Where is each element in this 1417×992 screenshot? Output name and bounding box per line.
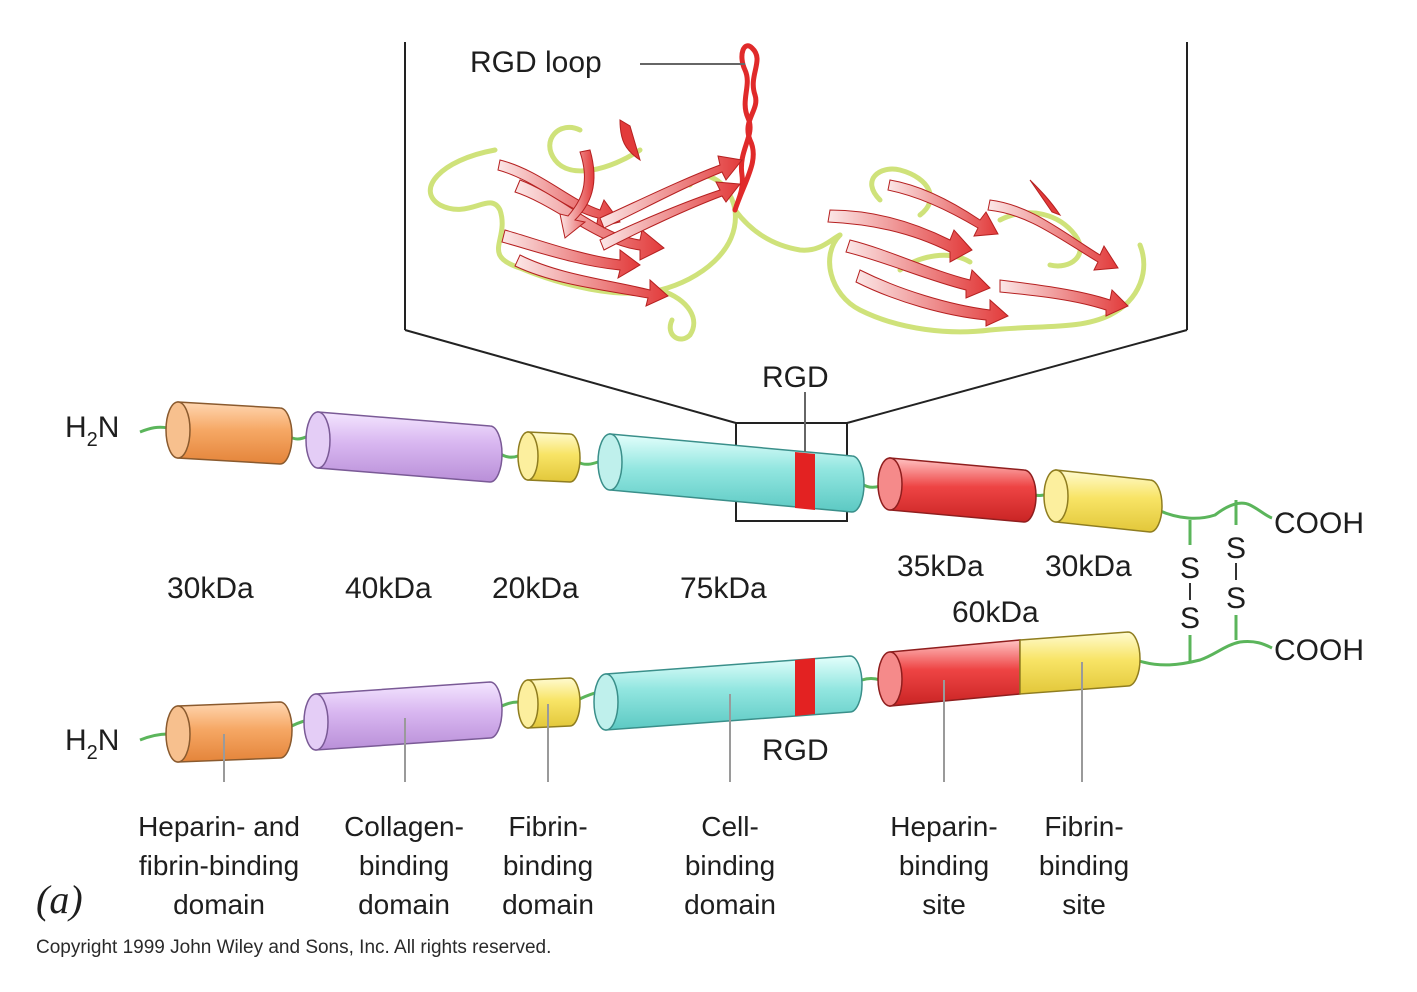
desc-cell-binding-domain: Cell- binding domain [684,811,776,920]
top-n-terminus: H2N [65,411,119,451]
bottom-c-terminus: COOH [1274,634,1364,667]
top-domain-collagen [305,411,503,483]
svg-text:domain: domain [684,889,776,920]
bottom-rgd-label: RGD [762,734,829,767]
svg-text:binding: binding [1039,850,1129,881]
svg-text:binding: binding [899,850,989,881]
mass-label-20kda: 20kDa [492,572,579,605]
disulfide-s1: S [1180,552,1200,585]
panel-label: (a) [36,877,83,922]
top-domain-fibrin-1 [517,431,581,483]
mass-label-30kda-c: 30kDa [1045,550,1132,583]
bottom-domain-cell [593,655,863,731]
desc-fibrin-binding-site: Fibrin- binding site [1039,811,1129,920]
top-c-terminus: COOH [1274,507,1364,540]
mass-label-75kda: 75kDa [680,572,767,605]
mass-label-30kda: 30kDa [167,572,254,605]
svg-text:Cell-: Cell- [701,811,759,842]
disulfide-s2: S [1180,602,1200,635]
svg-text:Heparin- and: Heparin- and [138,811,300,842]
bottom-domain-heparin-fibrin [165,701,293,763]
desc-fibrin-binding-domain: Fibrin- binding domain [502,811,594,920]
svg-text:Heparin-: Heparin- [890,811,997,842]
svg-text:site: site [922,889,966,920]
bottom-domain-collagen [303,681,503,751]
bottom-domain-fibrin-1 [517,677,581,729]
svg-text:site: site [1062,889,1106,920]
mass-label-35kda: 35kDa [897,550,984,583]
mass-label-60kda: 60kDa [952,596,1039,629]
bottom-n-terminus: H2N [65,724,119,764]
svg-text:domain: domain [502,889,594,920]
svg-text:Collagen-: Collagen- [344,811,464,842]
svg-text:binding: binding [359,850,449,881]
desc-heparin-fibrin-domain: Heparin- and fibrin-binding domain [138,811,300,920]
svg-text:Fibrin-: Fibrin- [1044,811,1123,842]
svg-text:binding: binding [685,850,775,881]
rgd-loop [732,43,760,213]
desc-collagen-binding-domain: Collagen- binding domain [344,811,464,920]
top-rgd-label: RGD [762,361,829,394]
top-domain-heparin-fibrin [165,401,293,465]
disulfide-s4: S [1226,582,1246,615]
disulfide-bridges: S S S S [1180,500,1246,662]
svg-text:fibrin-binding: fibrin-binding [139,850,299,881]
svg-text:Fibrin-: Fibrin- [508,811,587,842]
beta-strands-right [827,179,1129,327]
copyright-notice: Copyright 1999 John Wiley and Sons, Inc.… [36,937,551,958]
mass-label-40kda: 40kDa [345,572,432,605]
domain-descriptions: Heparin- and fibrin-binding domain Colla… [138,811,1129,920]
coil-backbone [427,124,1147,342]
rgd-loop-label: RGD loop [470,46,602,79]
top-domain-heparin [877,457,1037,523]
svg-text:domain: domain [173,889,265,920]
bottom-chain: 60kDa H2N RGD C [65,596,1364,782]
svg-text:domain: domain [358,889,450,920]
disulfide-s3: S [1226,532,1246,565]
top-domain-cell [597,433,865,513]
top-chain: H2N [65,361,1364,605]
top-domain-fibrin-2 [1043,469,1163,533]
svg-text:binding: binding [503,850,593,881]
bottom-domain-heparin-fibrin-site [877,631,1141,707]
desc-heparin-binding-site: Heparin- binding site [890,811,997,920]
inset-structure: RGD loop [404,42,1188,522]
beta-strands-left [497,119,743,307]
